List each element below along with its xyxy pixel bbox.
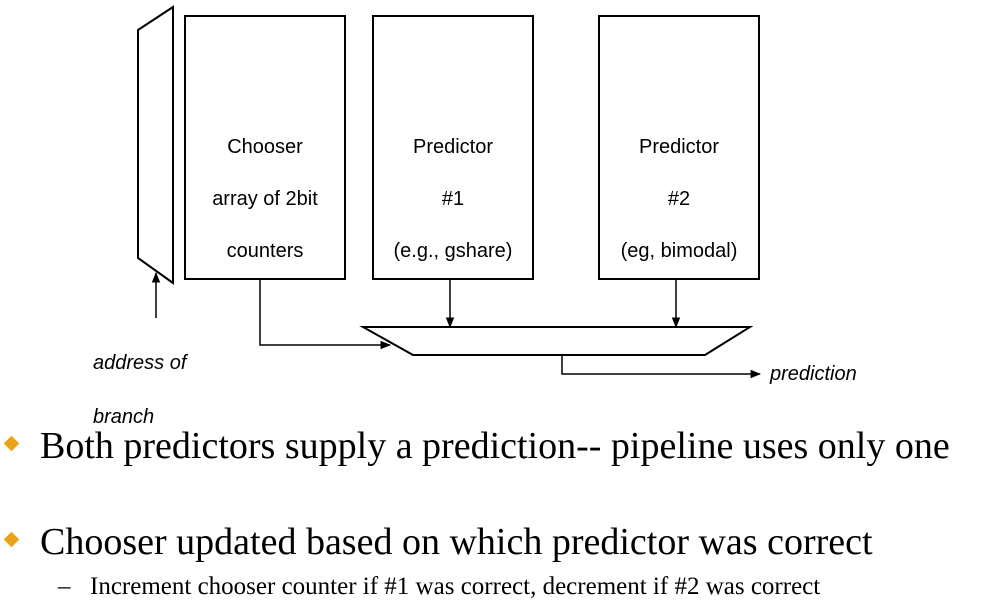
predictor2-label: Predictor #2 (eg, bimodal) xyxy=(598,108,760,290)
prediction-output-arrow xyxy=(561,355,762,379)
sub-bullet-dash: – xyxy=(58,573,71,600)
predictor1-box xyxy=(372,15,534,280)
bullet-text-1: Both predictors supply a prediction-- pi… xyxy=(40,425,950,467)
predictor1-label-line3: (e.g., gshare) xyxy=(393,240,513,262)
predictor2-label-line3: (eg, bimodal) xyxy=(620,240,738,262)
chooser-label-line2: array of 2bit xyxy=(212,188,318,210)
chooser-label-line1: Chooser xyxy=(227,136,303,158)
chooser-label-line3: counters xyxy=(226,240,304,262)
diamond-bullet-icon xyxy=(3,531,20,548)
predictor1-label: Predictor #1 (e.g., gshare) xyxy=(372,108,534,290)
chooser-select-arrow xyxy=(259,280,392,350)
address-decoder-shape xyxy=(137,5,174,285)
prediction-label: prediction xyxy=(770,363,857,385)
chooser-label: Chooser array of 2bit counters xyxy=(184,108,346,290)
diamond-bullet-icon xyxy=(3,435,20,452)
predictor1-label-line1: Predictor xyxy=(412,136,494,158)
address-label-line2: branch xyxy=(93,406,155,428)
address-of-branch-label: address of branch xyxy=(93,323,233,458)
predictor2-label-line1: Predictor xyxy=(638,136,720,158)
predictor1-label-line2: #1 xyxy=(441,188,465,210)
address-label-line1: address of xyxy=(93,352,187,374)
predictor2-label-line2: #2 xyxy=(667,188,691,210)
prediction-mux-shape xyxy=(359,326,754,356)
bullet-text-2: Chooser updated based on which predictor… xyxy=(40,521,873,563)
predictor2-box xyxy=(598,15,760,280)
branch-predictor-diagram xyxy=(137,5,762,379)
chooser-box xyxy=(184,15,346,280)
sub-bullet-text: Increment chooser counter if #1 was corr… xyxy=(90,573,821,600)
